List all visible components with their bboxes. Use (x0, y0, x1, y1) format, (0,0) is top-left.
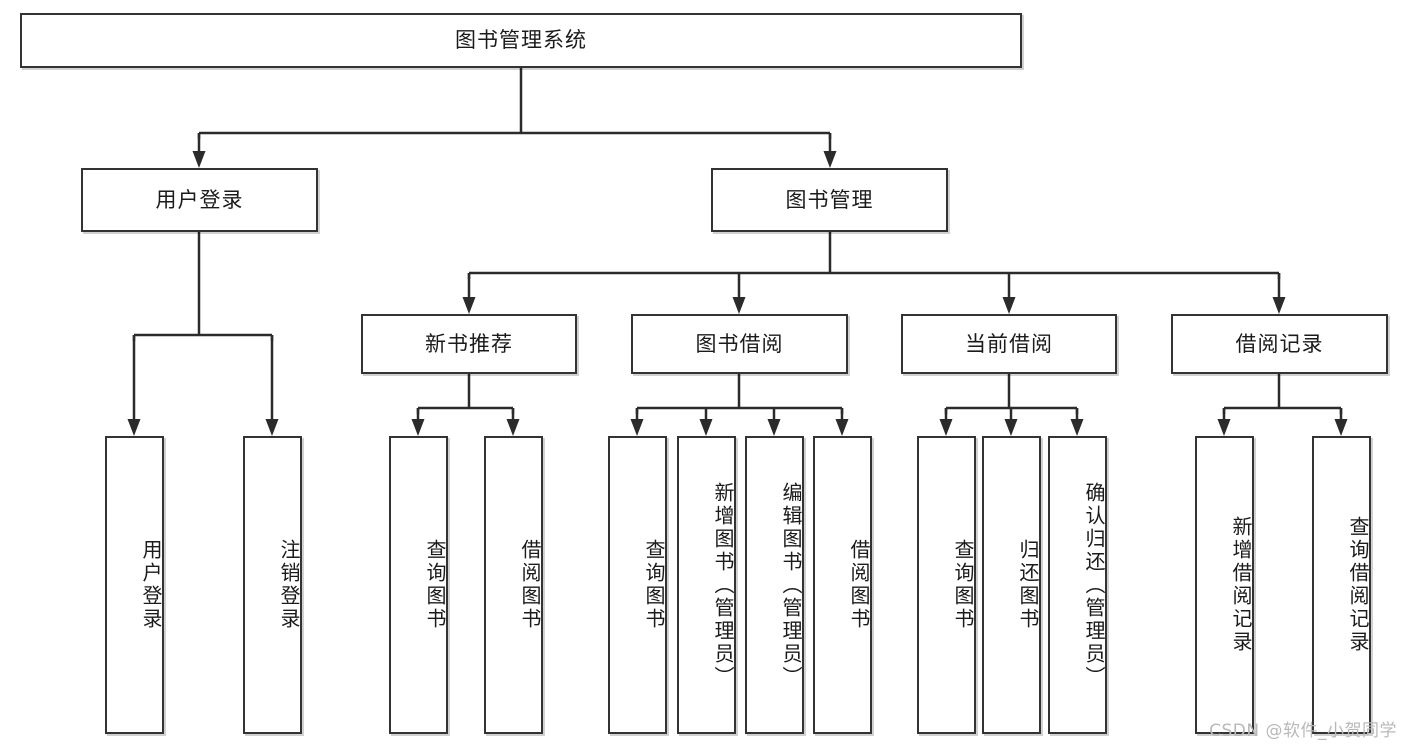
node-borrow-record[interactable]: 借阅记录 (1171, 314, 1388, 374)
node-new-book-recommend[interactable]: 新书推荐 (361, 314, 577, 374)
arrow-leaf-4-head (630, 419, 644, 436)
arrow-leaf-12-head (1334, 419, 1348, 436)
arrow-leaf-7-head (835, 419, 849, 436)
arrow-l3-2-head (1002, 297, 1016, 314)
node-label: 编辑图书（管理员） (779, 481, 803, 689)
node-label: 图书借阅 (695, 331, 784, 356)
arrow-l3-0-head (462, 297, 476, 314)
arrow-leaf-6-head (767, 419, 781, 436)
node-label: 查询图书 (423, 539, 447, 631)
node-label: 查询图书 (951, 539, 975, 631)
node-label: 新增图书（管理员） (711, 481, 735, 689)
node-label: 借阅图书 (518, 539, 542, 631)
node-leaf-edit-book-admin[interactable]: 编辑图书（管理员） (745, 436, 804, 734)
arrow-leaf-1-head (265, 419, 279, 436)
node-label: 注销登录 (277, 539, 301, 631)
arrow-leaf-2-head (411, 419, 425, 436)
node-book-manage[interactable]: 图书管理 (711, 168, 948, 232)
node-label: 借阅图书 (847, 539, 871, 631)
watermark: CSDN @软件_小贺同学 (1209, 721, 1397, 741)
node-root[interactable]: 图书管理系统 (20, 13, 1022, 68)
arrow-leaf-3-head (506, 419, 520, 436)
node-label: 归还图书 (1016, 539, 1040, 631)
arrow-leaf-5-head (699, 419, 713, 436)
node-leaf-return-book[interactable]: 归还图书 (982, 436, 1041, 734)
node-leaf-add-borrow-record[interactable]: 新增借阅记录 (1195, 436, 1254, 734)
arrow-leaf-9-head (1004, 419, 1018, 436)
node-label: 图书管理系统 (455, 28, 587, 53)
node-label: 图书管理 (785, 187, 874, 212)
node-leaf-user-login[interactable]: 用户登录 (105, 436, 164, 734)
node-current-borrow[interactable]: 当前借阅 (901, 314, 1117, 374)
arrow-leaf-10-head (1070, 419, 1084, 436)
node-leaf-add-book-admin[interactable]: 新增图书（管理员） (677, 436, 736, 734)
node-leaf-borrow-book[interactable]: 借阅图书 (813, 436, 872, 734)
node-leaf-query-book-borrow[interactable]: 查询图书 (608, 436, 667, 734)
node-leaf-logout[interactable]: 注销登录 (243, 436, 302, 734)
node-label: 新增借阅记录 (1229, 516, 1253, 654)
node-book-borrow[interactable]: 图书借阅 (631, 314, 848, 374)
node-leaf-query-book-new[interactable]: 查询图书 (389, 436, 448, 734)
node-label: 确认归还（管理员） (1082, 481, 1106, 689)
arrow-leaf-8-head (939, 419, 953, 436)
arrow-l3-1-head (732, 297, 746, 314)
node-label: 当前借阅 (965, 331, 1053, 356)
node-label: 新书推荐 (425, 331, 513, 356)
arrow-l2-0-head (192, 151, 206, 168)
node-leaf-confirm-return-admin[interactable]: 确认归还（管理员） (1048, 436, 1107, 734)
node-label: 查询借阅记录 (1346, 516, 1370, 654)
node-label: 查询图书 (642, 539, 666, 631)
node-leaf-query-book-current[interactable]: 查询图书 (917, 436, 976, 734)
node-label: 借阅记录 (1235, 331, 1324, 356)
node-label: 用户登录 (155, 187, 244, 212)
arrow-l2-1-head (823, 151, 837, 168)
node-user-login[interactable]: 用户登录 (81, 168, 318, 232)
arrow-leaf-11-head (1217, 419, 1231, 436)
arrow-l3-3-head (1272, 297, 1286, 314)
node-leaf-query-borrow-record[interactable]: 查询借阅记录 (1312, 436, 1371, 734)
node-label: 用户登录 (139, 539, 163, 631)
node-leaf-borrow-book-new[interactable]: 借阅图书 (484, 436, 543, 734)
arrow-leaf-0-head (127, 419, 141, 436)
